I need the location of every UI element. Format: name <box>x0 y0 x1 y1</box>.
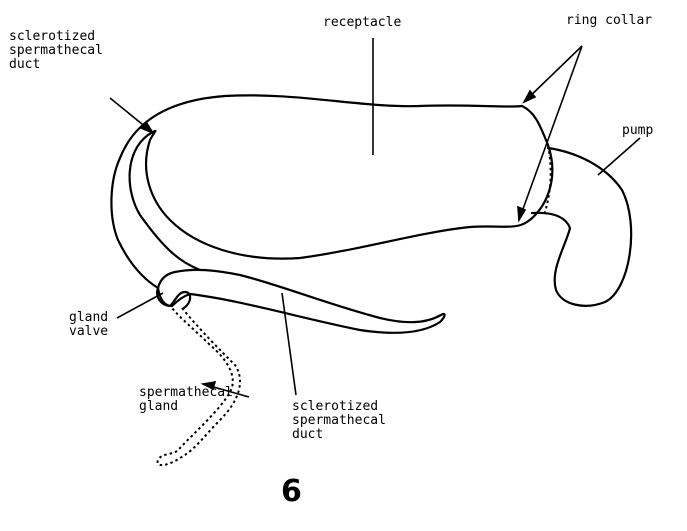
pump-leader <box>598 138 640 175</box>
figure-number: 6 <box>281 474 302 509</box>
pump-outline <box>532 148 631 306</box>
sclerotized-duct-top-label: sclerotized spermathecal duct <box>9 30 103 72</box>
gland-valve-label: gland valve <box>69 311 108 339</box>
ring-collar-arrow-line-2 <box>519 46 582 220</box>
receptacle-outline <box>120 95 552 270</box>
sclerotized-duct-lower-outer <box>158 270 445 333</box>
sclerotized-duct-upper <box>111 158 158 288</box>
sclerotized-duct-bottom-label: sclerotized spermathecal duct <box>292 400 386 442</box>
gland-valve-leader <box>117 293 163 318</box>
ring-collar-label: ring collar <box>566 14 652 28</box>
receptacle-label: receptacle <box>323 16 401 30</box>
spermathecal-gland-label: spermathecal gland <box>139 386 233 414</box>
ring-collar-arrow-head-2 <box>518 207 525 220</box>
duct-bottom-leader <box>282 293 296 395</box>
pump-label: pump <box>622 124 653 138</box>
